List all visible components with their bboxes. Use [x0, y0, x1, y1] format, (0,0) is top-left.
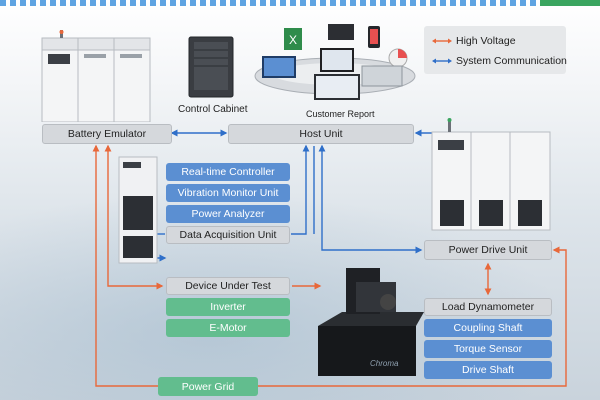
brand-logo-text: Chroma	[370, 359, 399, 368]
legend-system-communication: System Communication	[456, 55, 567, 67]
device-under-test-box: Device Under Test	[166, 277, 290, 295]
link-host-pdu	[318, 144, 423, 254]
high-voltage-arrow-icon	[432, 38, 452, 44]
coupling-shaft-box: Coupling Shaft	[424, 319, 552, 337]
top-decoration	[0, 0, 600, 6]
host-unit-box: Host Unit	[228, 124, 414, 144]
svg-text:X: X	[289, 33, 297, 47]
e-motor-box: E-Motor	[166, 319, 290, 337]
power-drive-unit-box: Power Drive Unit	[424, 240, 552, 260]
vibration-monitor-unit-box: Vibration Monitor Unit	[166, 184, 290, 202]
daq-cabinet-icon	[118, 156, 158, 264]
drive-shaft-box: Drive Shaft	[424, 361, 552, 379]
link-grid-battery	[92, 144, 158, 387]
system-communication-arrow-icon	[432, 58, 452, 64]
workstation-icon: X	[254, 24, 416, 100]
top-accent-right	[540, 0, 600, 6]
power-drive-rack-icon	[431, 118, 551, 231]
data-acquisition-unit-box: Data Acquisition Unit	[166, 226, 290, 244]
legend: High Voltage System Communication	[424, 26, 567, 74]
torque-sensor-box: Torque Sensor	[424, 340, 552, 358]
e-motor-machine-icon: Chroma	[318, 268, 424, 376]
power-grid-box: Power Grid	[158, 377, 258, 396]
inverter-box: Inverter	[166, 298, 290, 316]
battery-emulator-box: Battery Emulator	[42, 124, 172, 144]
link-daq-host	[291, 144, 310, 235]
legend-high-voltage: High Voltage	[456, 35, 516, 47]
load-dynamometer-box: Load Dynamometer	[424, 298, 552, 316]
link-battery-dut	[104, 144, 164, 290]
control-cabinet-caption: Control Cabinet	[178, 104, 248, 115]
battery-emulator-cabinet-icon	[41, 30, 151, 122]
realtime-controller-box: Real-time Controller	[166, 163, 290, 181]
customer-report-caption: Customer Report	[306, 109, 375, 119]
link-grid-pdu	[258, 246, 567, 387]
control-cabinet-icon	[188, 36, 234, 98]
power-analyzer-box: Power Analyzer	[166, 205, 290, 223]
